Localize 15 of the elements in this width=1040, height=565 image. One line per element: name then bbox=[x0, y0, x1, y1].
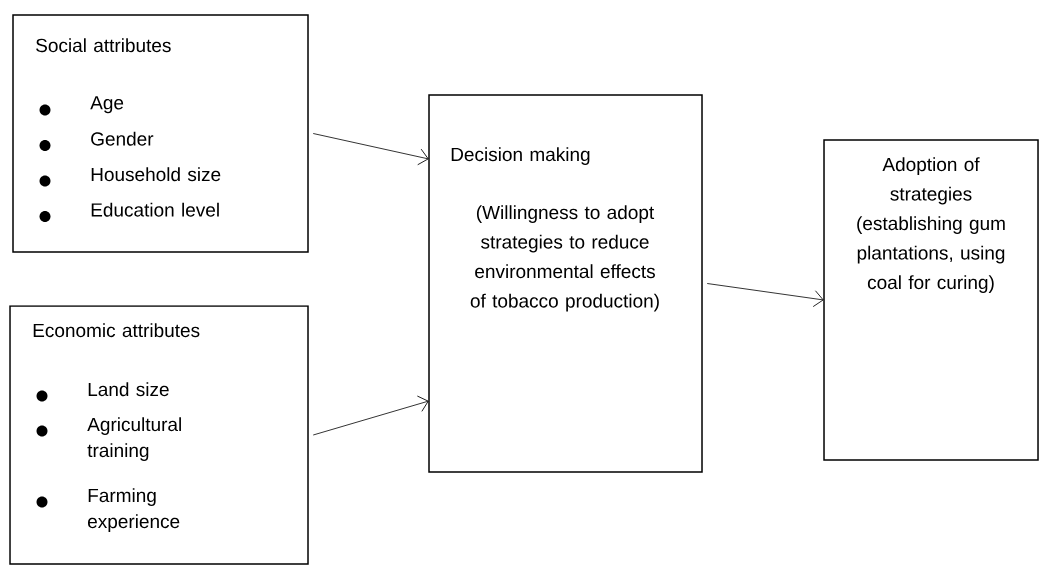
list-item: Gender bbox=[39, 131, 154, 151]
box-heading: Decision making bbox=[451, 147, 590, 165]
list-item: Education level bbox=[39, 202, 219, 222]
box-text: (Willingness to adopt strategies to reduce environmental effects of tobacco production) bbox=[470, 205, 659, 312]
list-item: Land size bbox=[36, 382, 169, 402]
box-heading: Economic attributes bbox=[33, 323, 200, 338]
box-text: Adoption of strategies (establishing gum plantations, using coal for curing) bbox=[857, 157, 1005, 293]
list-item: Age bbox=[39, 96, 124, 116]
list-item: Agricultural training bbox=[36, 417, 181, 461]
arrow bbox=[706, 283, 824, 307]
list-item: Farming experience bbox=[36, 488, 180, 532]
arrow bbox=[312, 133, 429, 166]
list-item: Household size bbox=[39, 167, 221, 187]
box-heading: Social attributes bbox=[36, 38, 171, 53]
arrow bbox=[312, 395, 429, 436]
